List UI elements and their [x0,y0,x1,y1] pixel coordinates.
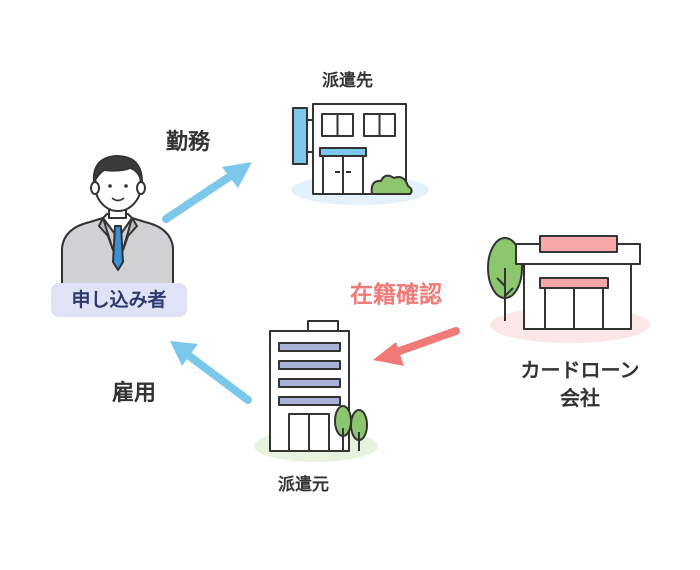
dispatch-destination-label: 派遣先 [322,71,373,91]
applicant-person-icon [61,155,174,285]
loan-company-label: カードローン 会社 [480,356,680,412]
work-arrow-label: 勤務 [166,130,211,155]
employment-arrow-label: 雇用 [112,381,157,406]
loan-company-label-line1: カードローン [520,358,640,382]
arrow-work [162,162,252,223]
dispatch-source-label: 派遣元 [278,475,329,495]
dispatch-source-building-icon [254,320,378,462]
loan-company-building-icon [487,235,650,343]
verification-arrow-label: 在籍確認 [350,282,442,308]
loan-company-label-line2: 会社 [560,386,600,410]
arrow-employment [170,341,252,404]
arrow-verification [373,327,460,366]
dispatch-destination-building-icon [291,103,429,205]
applicant-label: 申し込み者 [51,283,187,317]
